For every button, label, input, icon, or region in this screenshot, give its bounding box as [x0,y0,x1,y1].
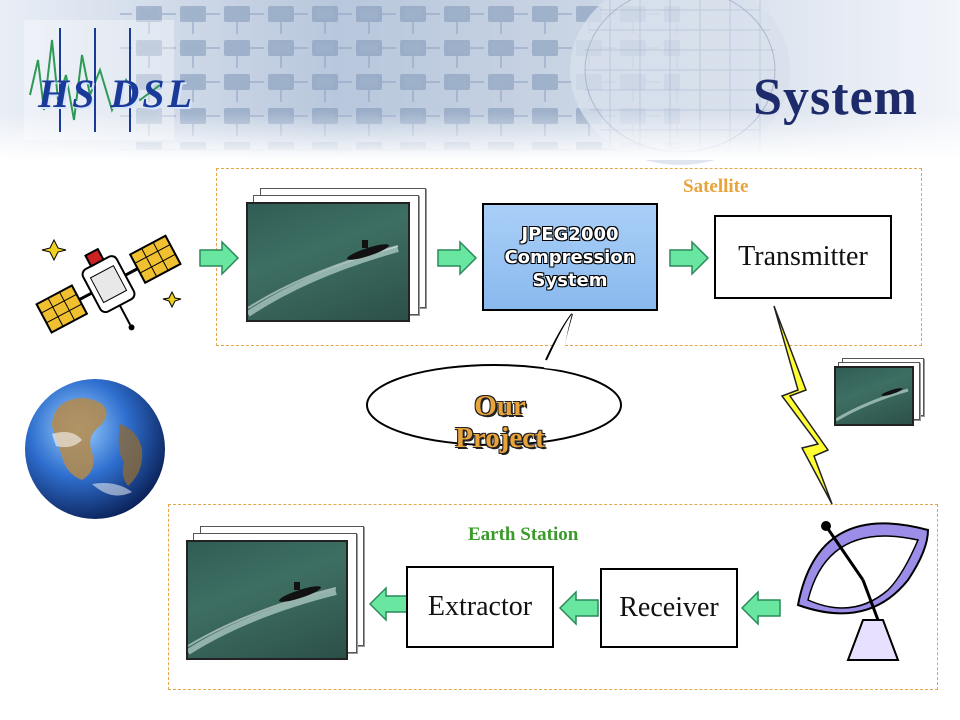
submarine-photo [186,540,348,660]
logo: HS DSL [38,71,195,116]
jpeg-label-line3: System [532,269,608,291]
our-project-label: Our Project [455,390,545,454]
arrow-receiver-to-extractor [558,590,599,626]
receiver-block: Receiver [600,568,738,648]
page-title: System [753,69,918,126]
arrow-dish-to-receiver [740,590,781,626]
header-banner [0,0,960,165]
lightning-bolt-icon [773,305,833,505]
arrow-extractor-to-image [368,586,409,622]
earth-station-label: Earth Station [468,524,579,545]
circuit-board-background [0,0,960,165]
source-image-stack [246,188,426,322]
arrow-satellite-to-image [199,240,240,276]
satellite-label: Satellite [683,176,749,197]
jpeg-label-line2: Compression [504,246,636,268]
extractor-block: Extractor [406,566,554,648]
output-image-stack [186,526,364,660]
jpeg2000-compression-block: JPEG2000 Compression System [482,203,658,311]
our-project-callout-bubble [366,313,622,446]
arrow-jpeg-to-transmitter [669,240,710,276]
earth-station-region [168,504,938,690]
jpeg-label-line1: JPEG2000 [521,223,619,245]
satellite-icon [35,234,182,334]
transmitter-block: Transmitter [714,215,892,299]
earth-globe-icon [25,379,165,519]
transmitted-image-stack [834,358,924,426]
submarine-photo [246,202,410,322]
arrow-image-to-jpeg [437,240,478,276]
submarine-photo [834,366,914,426]
satellite-dish-icon [796,521,930,661]
